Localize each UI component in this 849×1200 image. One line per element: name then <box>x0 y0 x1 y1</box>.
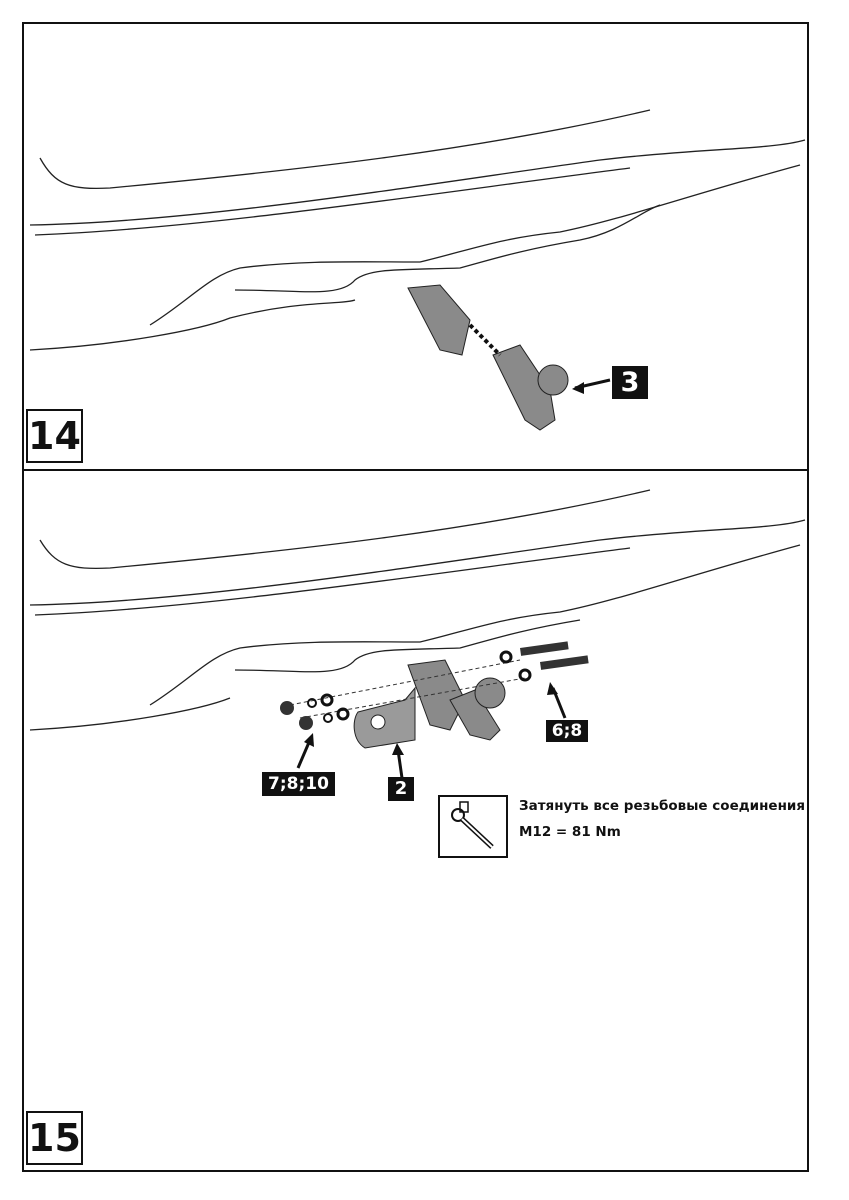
torque-instruction: Затянуть все резьбовые соединения <box>519 798 806 814</box>
torque-value: M12 = 81 Nm <box>519 824 621 840</box>
torque-wrench-icon <box>451 801 494 849</box>
callout-part-3: 3 <box>612 366 648 399</box>
bumper-outline-step-15 <box>29 489 806 731</box>
torque-note: Затянуть все резьбовые соединения M12 = … <box>519 793 805 845</box>
towbar-step-14 <box>407 284 611 431</box>
callout-part-2: 2 <box>388 777 414 801</box>
step-number-15: 15 <box>26 1111 83 1165</box>
callout-parts-7-8-10: 7;8;10 <box>262 772 335 796</box>
towbar-assembly-step-15 <box>280 641 589 779</box>
page-frame <box>22 22 809 1172</box>
callout-parts-6-8: 6;8 <box>546 720 588 742</box>
step-number-14: 14 <box>26 409 83 463</box>
bumper-outline-step-14 <box>29 109 806 351</box>
torque-wrench-icon-box <box>438 795 508 858</box>
panel-divider <box>22 469 809 471</box>
